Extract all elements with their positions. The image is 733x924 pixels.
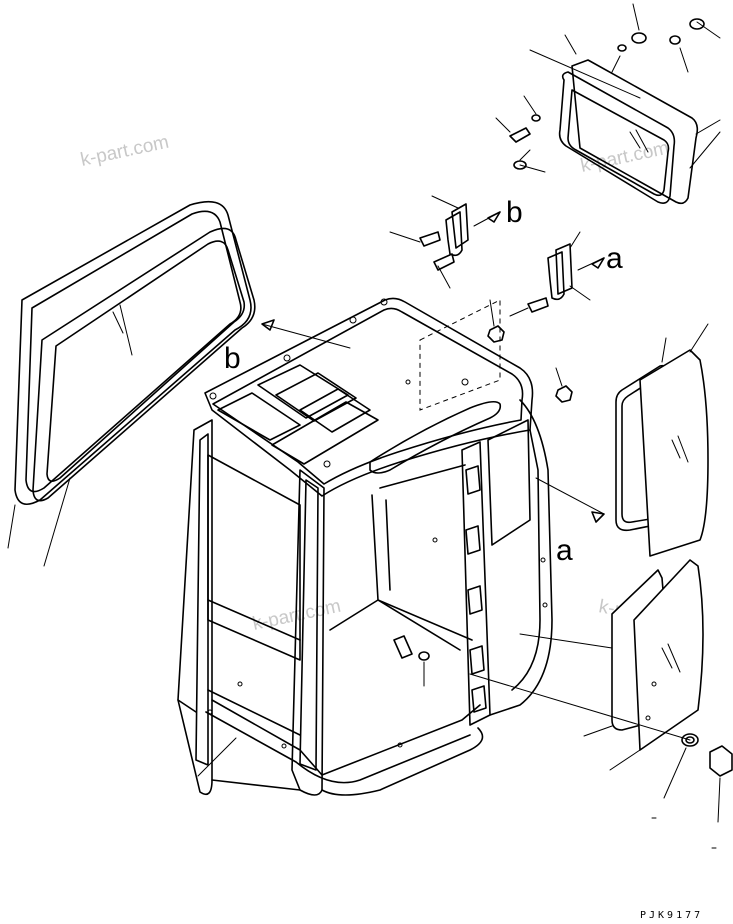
left-window-assembly [7, 200, 256, 567]
drawing-code: PJK9177 [640, 910, 703, 921]
hinge-a [509, 231, 605, 317]
middle-fasteners [393, 635, 430, 687]
hinge-b [389, 195, 501, 289]
watermark-top-left: k-part.com [79, 132, 171, 171]
callout-b-roof [261, 319, 351, 349]
right-lower-glass [469, 559, 704, 771]
watermark-top-right: k-part.com [579, 138, 671, 177]
fastener-cluster-top [495, 3, 721, 173]
callout-label-b-top: b [506, 196, 523, 229]
right-upper-glass [615, 323, 709, 557]
roof-nuts [487, 299, 573, 403]
bottom-right-fasteners [651, 733, 733, 849]
callout-label-a-top: a [606, 242, 623, 275]
callout-label-a-side: a [556, 534, 573, 567]
callout-label-b-roof: b [224, 342, 241, 375]
rear-window-assembly [529, 34, 721, 205]
callout-a-rear [535, 477, 605, 523]
